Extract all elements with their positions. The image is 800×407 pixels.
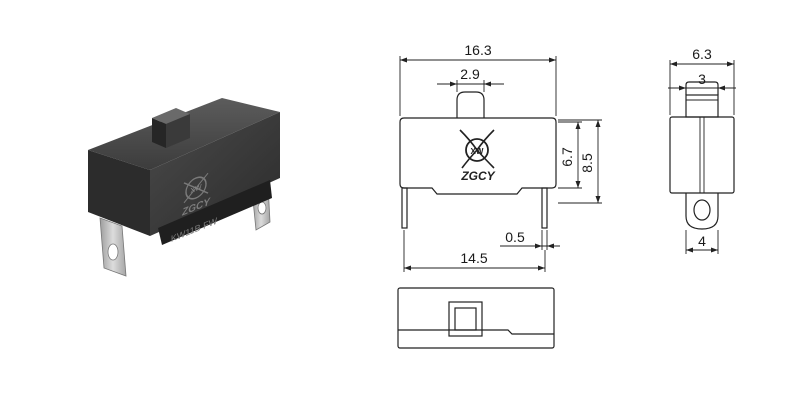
dim-terminal-width: 4	[698, 233, 706, 249]
dim-side-width: 6.3	[692, 46, 712, 62]
product-render: XW ZGCY KW11B FW	[88, 98, 280, 277]
logo-letters-3d: XW	[190, 182, 201, 195]
front-pin-left	[401, 187, 408, 229]
front-logo: XW ZGCY	[459, 129, 496, 183]
side-body-outline	[669, 116, 735, 194]
front-actuator	[456, 91, 485, 118]
dim-side-actuator: 3	[698, 71, 706, 87]
side-view-drawing: 6.3 3 4	[668, 46, 736, 254]
bottom-view-drawing	[397, 287, 555, 349]
dim-total-height: 8.5	[579, 153, 595, 173]
front-logo-letters: XW	[471, 147, 484, 156]
left-terminal	[99, 217, 127, 277]
front-brand-mark: ZGCY	[460, 169, 495, 183]
actuator-3d	[152, 108, 190, 148]
dim-overall-width: 16.3	[464, 42, 491, 58]
dim-actuator-width: 2.9	[460, 66, 480, 82]
side-terminal	[685, 193, 719, 230]
body-main-face	[150, 112, 280, 236]
dim-pin-spacing: 14.5	[460, 250, 487, 266]
front-pin-right	[541, 187, 548, 229]
dim-pin-thickness: 0.5	[505, 229, 525, 245]
body-front-face	[88, 150, 150, 236]
front-view-drawing: XW ZGCY 16.3 2.9 6.7 8.5 0.5	[399, 42, 602, 272]
dim-body-height: 6.7	[559, 147, 575, 167]
